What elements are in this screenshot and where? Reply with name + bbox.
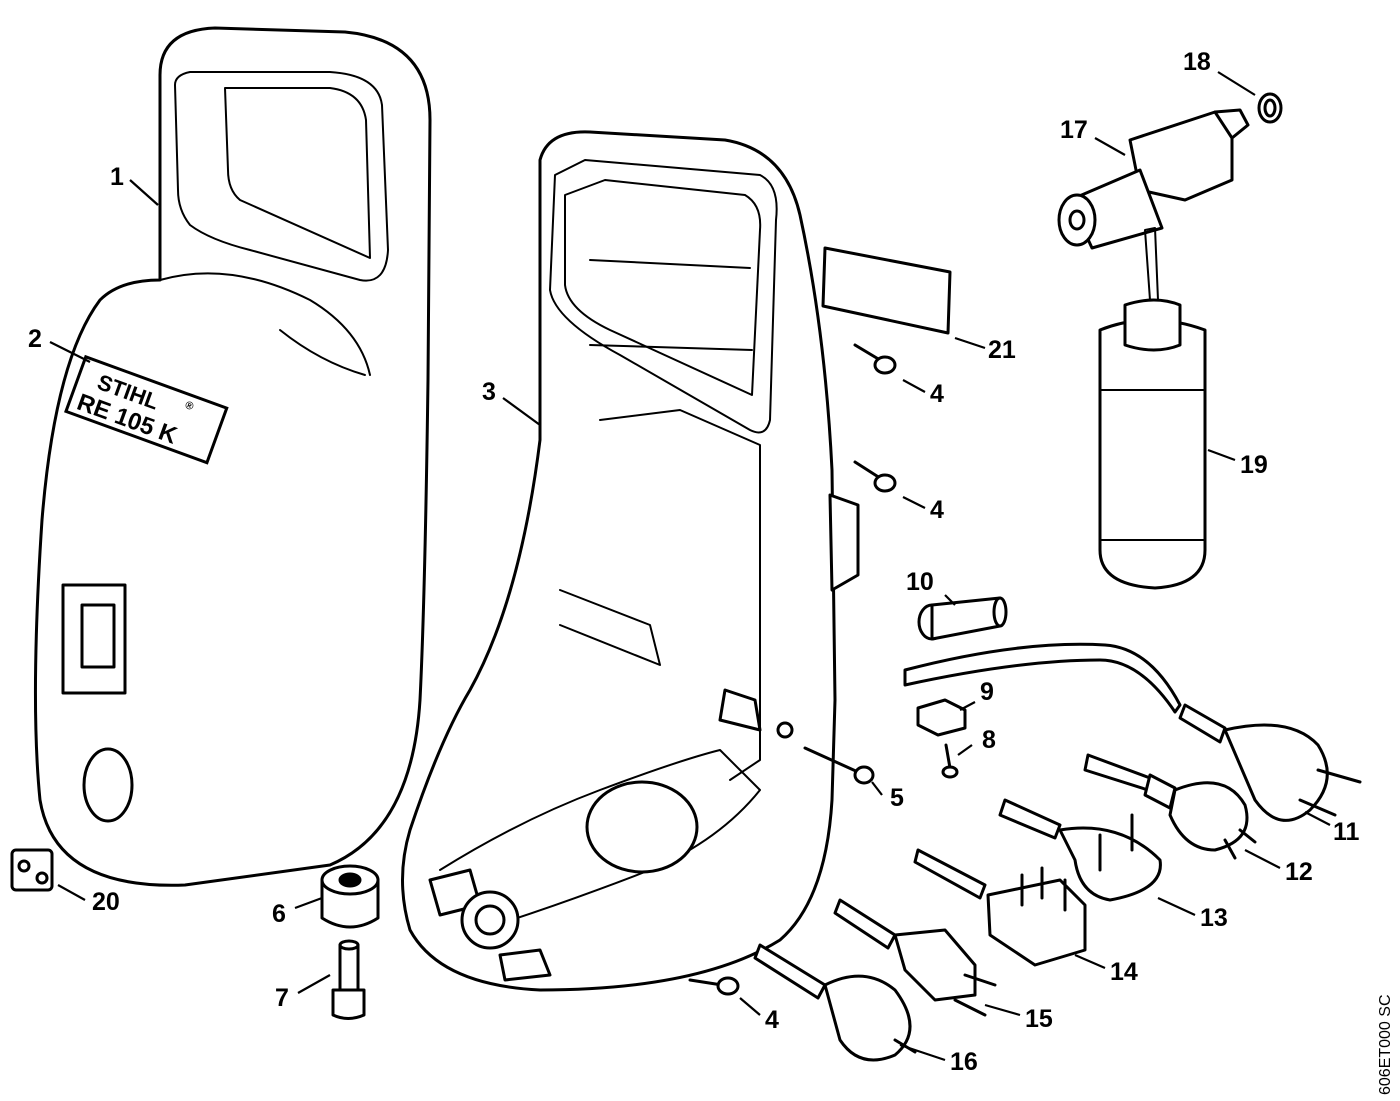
callout-4c: 4 [765, 1006, 779, 1034]
callout-8: 8 [982, 726, 996, 754]
callout-18: 18 [1183, 48, 1211, 76]
power-cable-plug-type-b [1083, 753, 1257, 860]
callout-2: 2 [28, 325, 42, 353]
bolt [331, 939, 366, 1020]
front-cover [33, 26, 432, 887]
spacer [320, 864, 380, 929]
hose-opening [82, 747, 134, 823]
callout-7: 7 [275, 984, 289, 1012]
callout-12: 12 [1285, 858, 1313, 886]
drawing-code: 606ET000 SC [1377, 994, 1394, 1095]
callout-16: 16 [950, 1048, 978, 1076]
callout-17: 17 [1060, 116, 1088, 144]
callout-11: 11 [1333, 818, 1360, 846]
o-ring [1257, 92, 1283, 124]
screw-b [853, 460, 897, 493]
screw-c [688, 976, 740, 996]
leader-lines [49, 71, 1331, 1062]
power-cable-plug-type-d [913, 848, 1087, 967]
badge-registered-mark: ® [183, 399, 195, 413]
detergent-pump-head [1057, 108, 1250, 301]
power-cable-plug-type-e [833, 898, 997, 1017]
callout-20: 20 [92, 888, 120, 916]
callout-4b: 4 [930, 496, 944, 524]
callout-4a: 4 [930, 380, 944, 408]
callout-19: 19 [1240, 451, 1268, 479]
callout-6: 6 [272, 900, 286, 928]
callout-numbers: 1 2 3 4 4 4 5 6 7 8 9 10 11 12 13 14 15 … [28, 48, 1360, 1076]
cable-clip [916, 698, 967, 737]
power-cable-plug-type-a [903, 642, 1362, 822]
callout-14: 14 [1110, 958, 1138, 986]
callout-1: 1 [110, 163, 124, 191]
rear-housing [401, 130, 860, 992]
grommet [917, 596, 1008, 641]
cover-plate [10, 848, 54, 892]
callout-3: 3 [482, 378, 496, 406]
callout-5: 5 [890, 784, 904, 812]
callout-10: 10 [906, 568, 934, 596]
label-strip [821, 246, 952, 335]
callout-9: 9 [980, 678, 994, 706]
screw-a [853, 343, 897, 375]
power-cable-plug-type-c [998, 798, 1162, 902]
detergent-bottle [1098, 298, 1207, 590]
long-screw [803, 746, 875, 785]
callout-15: 15 [1025, 1005, 1053, 1033]
small-screw [941, 743, 959, 779]
power-cable-plug-type-f [753, 943, 917, 1062]
callout-13: 13 [1200, 904, 1228, 932]
callout-21: 21 [988, 336, 1016, 364]
